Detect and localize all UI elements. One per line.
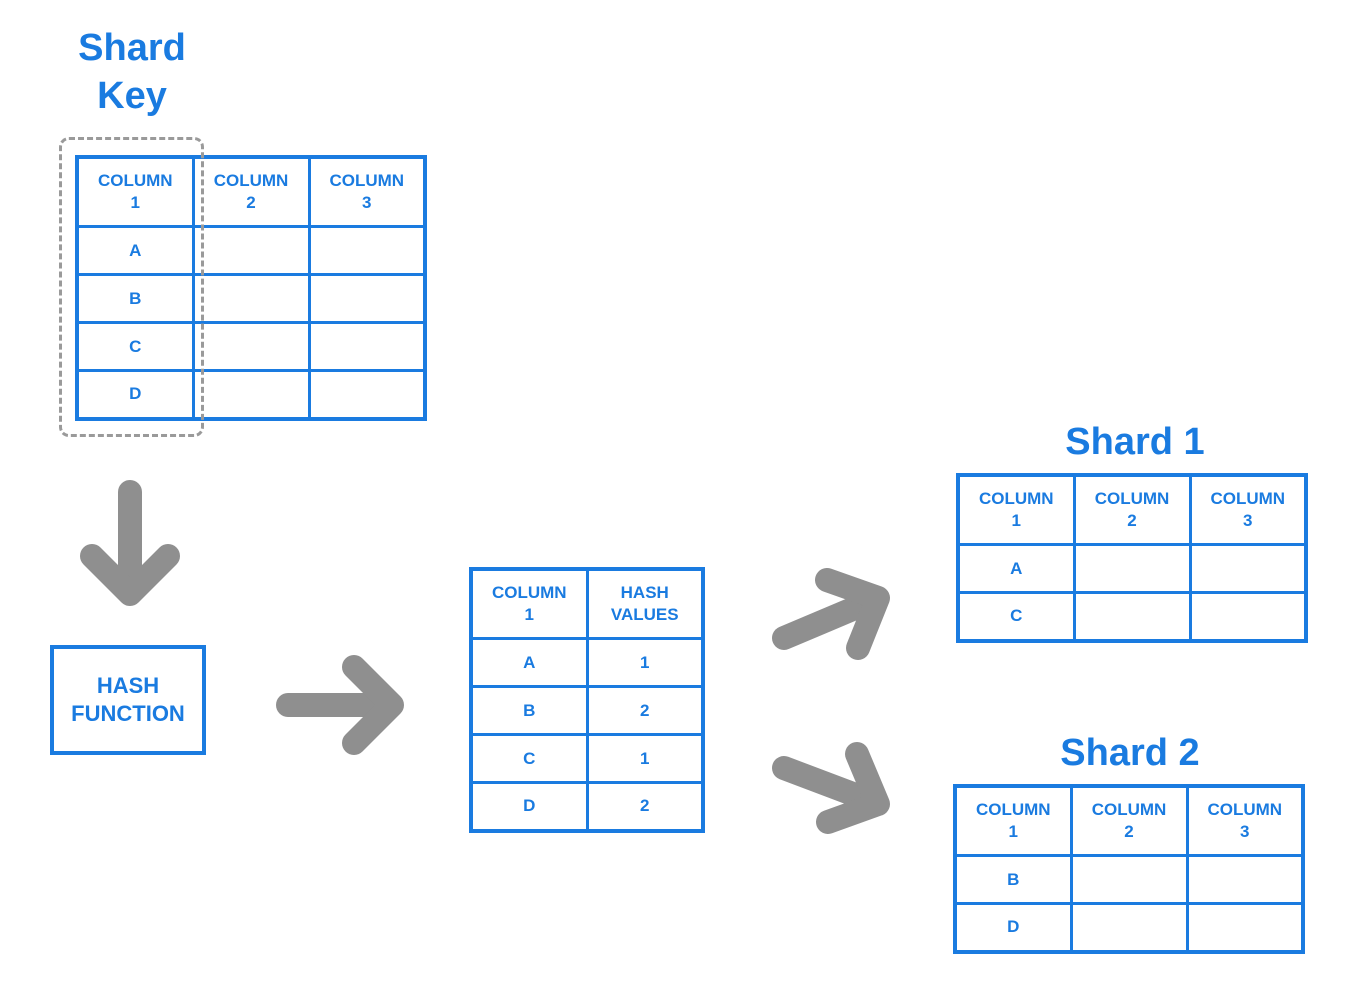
arrow-right-icon [276, 655, 404, 755]
shard2-header-cell: COLUMN 1 [953, 784, 1073, 857]
shard2-header-cell: COLUMN 3 [1185, 784, 1305, 857]
shard1-header-cell: COLUMN 2 [1072, 473, 1192, 546]
shard1-title: Shard 1 [1065, 421, 1205, 463]
shard1-header-cell: COLUMN 1 [956, 473, 1076, 546]
shard2-empty-cell [1185, 902, 1305, 953]
shard2-key-cell: B [953, 854, 1073, 905]
shard1-key-cell: C [956, 591, 1076, 642]
table-row: D [953, 902, 1305, 953]
shard-key-frame [59, 137, 204, 437]
table-row: A 1 [469, 637, 705, 688]
shard1-empty-cell [1072, 591, 1192, 642]
table-row: D [75, 369, 427, 420]
source-header-cell: COLUMN 2 [191, 155, 311, 228]
source-header-cell: COLUMN 1 [75, 155, 195, 228]
shard1-empty-cell [1188, 543, 1308, 594]
hash-header-cell: COLUMN 1 [469, 567, 589, 640]
source-empty-cell [191, 273, 311, 324]
shard2-title: Shard 2 [1060, 732, 1200, 774]
shard2-header-cell: COLUMN 2 [1069, 784, 1189, 857]
source-key-cell: A [75, 225, 195, 276]
shard1-table: COLUMN 1 COLUMN 2 COLUMN 3 A C [956, 473, 1308, 643]
shard1-empty-cell [1188, 591, 1308, 642]
table-row: C 1 [469, 733, 705, 784]
shard1-empty-cell [1072, 543, 1192, 594]
source-table: COLUMN 1 COLUMN 2 COLUMN 3 A B C D [75, 155, 427, 421]
shard2-empty-cell [1185, 854, 1305, 905]
source-table-header-row: COLUMN 1 COLUMN 2 COLUMN 3 [75, 155, 427, 228]
hash-value-cell: 1 [585, 637, 705, 688]
shard2-table: COLUMN 1 COLUMN 2 COLUMN 3 B D [953, 784, 1305, 954]
shard2-empty-cell [1069, 854, 1189, 905]
hash-table-header-row: COLUMN 1 HASH VALUES [469, 567, 705, 640]
source-empty-cell [191, 321, 311, 372]
shard-key-title: Shard Key [78, 27, 186, 117]
hash-function-label-line1: HASH [96, 673, 160, 698]
hash-key-cell: D [469, 781, 589, 832]
table-row: B [75, 273, 427, 324]
hash-value-cell: 2 [585, 781, 705, 832]
shard2-empty-cell [1069, 902, 1189, 953]
shard2-key-cell: D [953, 902, 1073, 953]
source-key-cell: B [75, 273, 195, 324]
source-empty-cell [191, 369, 311, 420]
arrow-down-right-icon [772, 742, 890, 834]
hash-values-table: COLUMN 1 HASH VALUES A 1 B 2 C 1 D 2 [469, 567, 705, 833]
source-key-cell: D [75, 369, 195, 420]
shard1-header-row: COLUMN 1 COLUMN 2 COLUMN 3 [956, 473, 1308, 546]
hash-function-label-line2: FUNCTION [71, 701, 185, 726]
table-row: A [75, 225, 427, 276]
source-empty-cell [307, 273, 427, 324]
table-row: D 2 [469, 781, 705, 832]
hash-header-cell: HASH VALUES [585, 567, 705, 640]
arrow-down-icon [80, 480, 180, 606]
source-empty-cell [307, 321, 427, 372]
shard2-header-row: COLUMN 1 COLUMN 2 COLUMN 3 [953, 784, 1305, 857]
table-row: C [75, 321, 427, 372]
arrow-up-right-icon [772, 568, 890, 660]
hash-value-cell: 2 [585, 685, 705, 736]
hash-key-cell: B [469, 685, 589, 736]
source-empty-cell [307, 369, 427, 420]
shard1-header-cell: COLUMN 3 [1188, 473, 1308, 546]
source-empty-cell [307, 225, 427, 276]
hash-key-cell: C [469, 733, 589, 784]
hash-function-box: HASH FUNCTION [50, 645, 206, 755]
hash-value-cell: 1 [585, 733, 705, 784]
table-row: A [956, 543, 1308, 594]
hash-key-cell: A [469, 637, 589, 688]
source-key-cell: C [75, 321, 195, 372]
table-row: C [956, 591, 1308, 642]
source-empty-cell [191, 225, 311, 276]
source-header-cell: COLUMN 3 [307, 155, 427, 228]
table-row: B [953, 854, 1305, 905]
shard1-key-cell: A [956, 543, 1076, 594]
table-row: B 2 [469, 685, 705, 736]
